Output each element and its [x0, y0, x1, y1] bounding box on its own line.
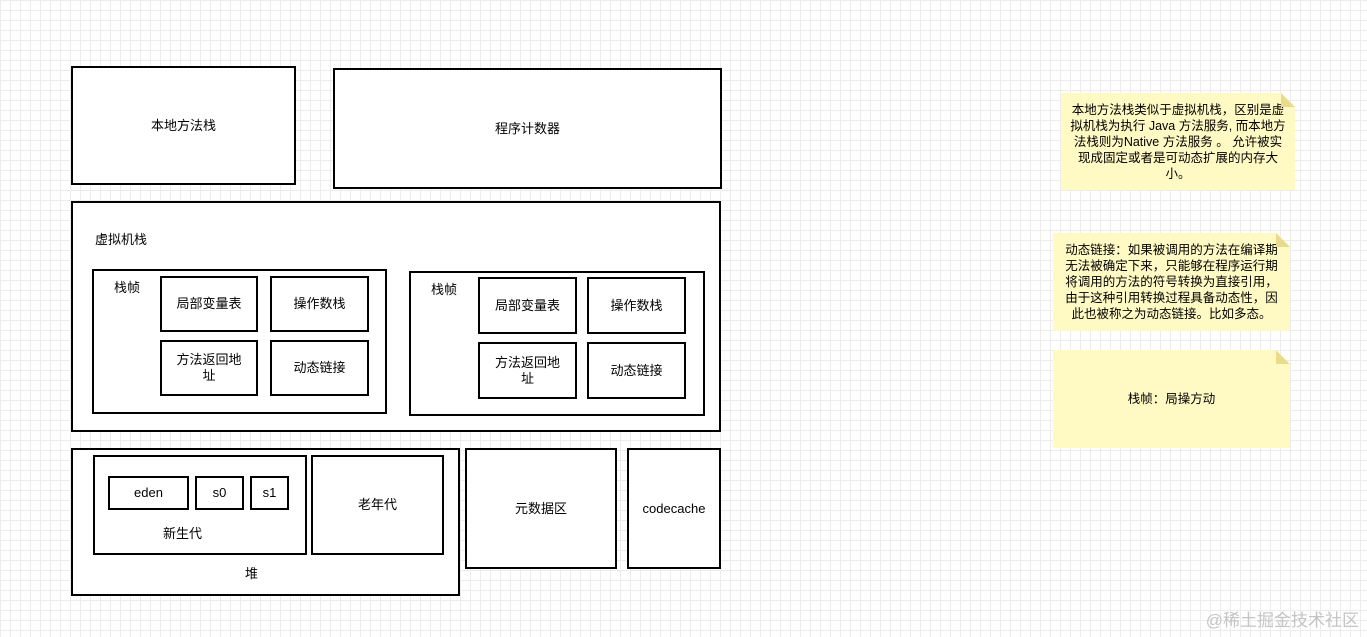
- return-address-label: 方法返回地址: [494, 354, 560, 386]
- eden-label: eden: [134, 485, 163, 500]
- vm-stack-box[interactable]: 虚拟机栈 栈帧 局部变量表 操作数栈 方法返回地址 动态链接 栈帧 局部变量表 …: [71, 201, 721, 432]
- operand-stack-box[interactable]: 操作数栈: [587, 277, 686, 334]
- s1-box[interactable]: s1: [250, 476, 289, 510]
- native-method-stack-box[interactable]: 本地方法栈: [71, 66, 296, 185]
- stack-frame-title: 栈帧: [431, 282, 458, 297]
- stack-frame-1[interactable]: 栈帧 局部变量表 操作数栈 方法返回地址 动态链接: [92, 269, 387, 414]
- dynamic-link-note[interactable]: 动态链接：如果被调用的方法在编译期无法被确定下来，只能够在程序运行期将调用的方法…: [1053, 233, 1290, 331]
- dynamic-link-label: 动态链接: [293, 360, 346, 375]
- program-counter-label: 程序计数器: [494, 120, 560, 136]
- stack-frame-note[interactable]: 栈帧：局操方动: [1053, 350, 1290, 448]
- watermark: @稀土掘金技术社区: [1205, 611, 1359, 630]
- operand-stack-label: 操作数栈: [610, 297, 663, 313]
- return-address-box[interactable]: 方法返回地址: [160, 340, 258, 396]
- note-fold-icon: [1281, 93, 1295, 107]
- dynamic-link-box[interactable]: 动态链接: [270, 340, 369, 396]
- eden-box[interactable]: eden: [108, 476, 189, 510]
- stack-frame-title: 栈帧: [114, 280, 141, 295]
- old-generation-box[interactable]: 老年代: [311, 455, 444, 555]
- dynamic-link-note-text: 动态链接：如果被调用的方法在编译期无法被确定下来，只能够在程序运行期将调用的方法…: [1065, 243, 1278, 321]
- heap-box[interactable]: eden s0 s1 新生代 老年代 堆: [71, 448, 460, 596]
- native-stack-note[interactable]: 本地方法栈类似于虚拟机栈，区别是虚拟机栈为执行 Java 方法服务, 而本地方法…: [1061, 93, 1295, 190]
- young-generation-title: 新生代: [163, 526, 203, 541]
- local-variable-table-box[interactable]: 局部变量表: [160, 276, 258, 332]
- operand-stack-label: 操作数栈: [293, 296, 346, 311]
- local-variable-table-label: 局部变量表: [494, 297, 560, 313]
- dynamic-link-label: 动态链接: [610, 362, 663, 378]
- program-counter-box[interactable]: 程序计数器: [333, 68, 722, 189]
- old-generation-label: 老年代: [357, 497, 397, 512]
- young-generation-box[interactable]: eden s0 s1 新生代: [93, 455, 307, 555]
- local-variable-table-box[interactable]: 局部变量表: [478, 277, 577, 334]
- vm-stack-title: 虚拟机栈: [95, 232, 148, 247]
- codecache-label: codecache: [642, 500, 706, 516]
- dynamic-link-box[interactable]: 动态链接: [587, 342, 686, 399]
- s0-box[interactable]: s0: [195, 476, 244, 510]
- codecache-box[interactable]: codecache: [627, 448, 721, 569]
- stack-frame-note-text: 栈帧：局操方动: [1127, 392, 1216, 406]
- return-address-box[interactable]: 方法返回地址: [478, 342, 577, 399]
- stack-frame-2[interactable]: 栈帧 局部变量表 操作数栈 方法返回地址 动态链接: [409, 271, 705, 416]
- note-fold-icon: [1276, 233, 1290, 247]
- local-variable-table-label: 局部变量表: [176, 296, 242, 311]
- return-address-label: 方法返回地址: [176, 352, 242, 383]
- s0-label: s0: [212, 485, 227, 500]
- note-fold-icon: [1276, 350, 1290, 364]
- operand-stack-box[interactable]: 操作数栈: [270, 276, 369, 332]
- native-method-stack-label: 本地方法栈: [150, 117, 216, 133]
- native-stack-note-text: 本地方法栈类似于虚拟机栈，区别是虚拟机栈为执行 Java 方法服务, 而本地方法…: [1070, 102, 1286, 181]
- heap-title: 堆: [245, 566, 259, 581]
- metaspace-label: 元数据区: [514, 500, 567, 516]
- metaspace-box[interactable]: 元数据区: [465, 448, 617, 569]
- s1-label: s1: [262, 485, 277, 500]
